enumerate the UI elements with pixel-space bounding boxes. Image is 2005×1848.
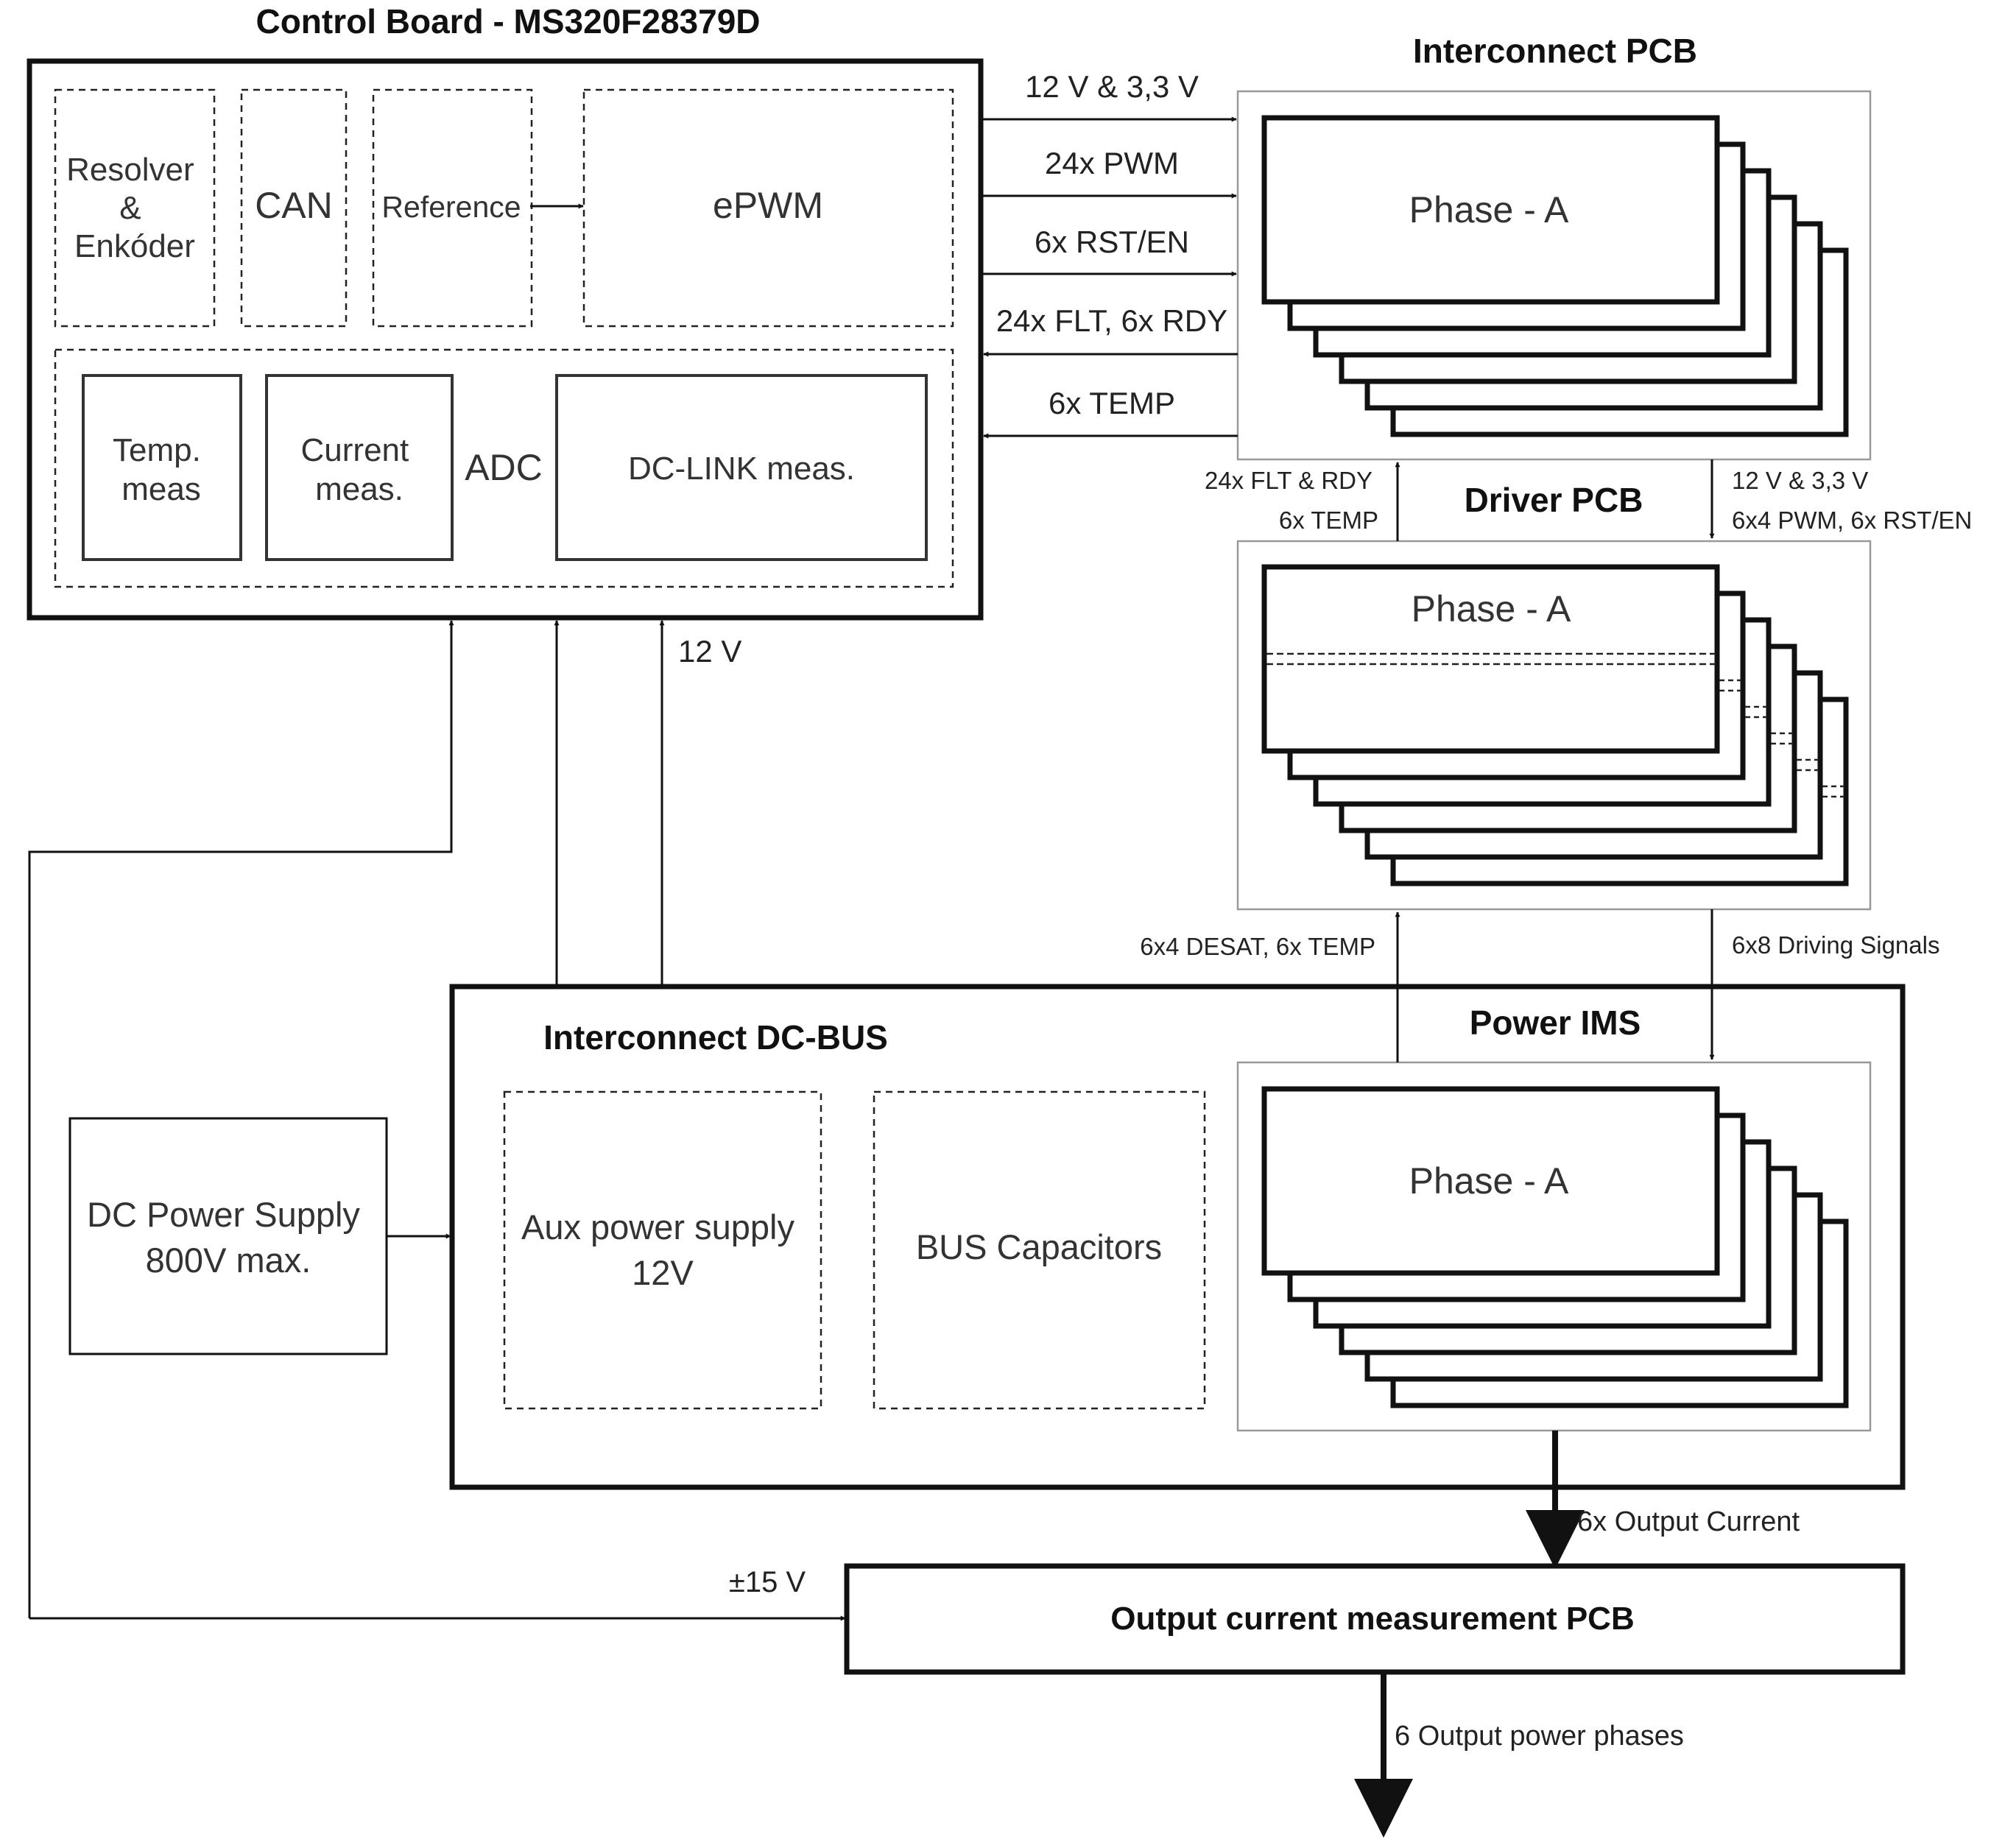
- bus-capacitors-label: BUS Capacitors: [916, 1227, 1162, 1266]
- label-drv-12v-33v: 12 V & 3,3 V: [1732, 467, 1868, 494]
- label-12v-33v: 12 V & 3,3 V: [1025, 69, 1199, 104]
- bus-capacitors-block: [873, 1090, 1206, 1410]
- dclink-meas-block: [555, 374, 928, 561]
- adc-label: ADC: [465, 447, 543, 488]
- control-board-box: [27, 58, 984, 621]
- label-temp-small: 6x TEMP: [1279, 507, 1378, 534]
- label-pm15v: ±15 V: [729, 1566, 806, 1598]
- arrow-current-feedback: [28, 620, 454, 1618]
- label-12v: 12 V: [678, 634, 741, 669]
- power-ims-phase-label: Phase - A: [1409, 1160, 1569, 1202]
- current-meas-block: [265, 374, 454, 561]
- interconnect-pcb-box: [1236, 90, 1872, 461]
- epwm-label: ePWM: [713, 185, 823, 226]
- epwm-block: [582, 88, 954, 328]
- can-block: [240, 88, 348, 328]
- interconnect-phase-stack: [1261, 115, 1849, 437]
- interconnect-pcb-title: Interconnect PCB: [1413, 32, 1697, 70]
- power-ims-phase-stack: [1261, 1086, 1849, 1408]
- label-output-current: 6x Output Current: [1577, 1506, 1800, 1537]
- interconnect-phase-label: Phase - A: [1409, 189, 1569, 230]
- label-output-phases: 6 Output power phases: [1395, 1721, 1684, 1752]
- adc-block: [54, 348, 954, 588]
- label-drv-pwm-rst: 6x4 PWM, 6x RST/EN: [1732, 507, 1972, 534]
- temp-meas-block: [82, 374, 242, 561]
- reference-block: [372, 88, 533, 328]
- driver-pcb-title: Driver PCB: [1465, 481, 1643, 519]
- label-rst-en: 6x RST/EN: [1035, 225, 1189, 259]
- output-meas-title: Output current measurement PCB: [1110, 1601, 1634, 1637]
- can-label: CAN: [255, 185, 333, 226]
- dc-power-supply-block: [68, 1117, 388, 1355]
- control-board-title: Control Board - MS320F28379D: [256, 2, 760, 40]
- label-temp: 6x TEMP: [1049, 386, 1175, 420]
- temp-meas-label: Temp. meas: [113, 432, 210, 507]
- reference-label: Reference: [381, 190, 521, 224]
- driver-pcb-box: [1236, 540, 1872, 911]
- current-meas-label: Current meas.: [301, 432, 418, 507]
- output-meas-box: [844, 1563, 1906, 1675]
- label-flt-rdy-small: 24x FLT & RDY: [1205, 467, 1373, 494]
- driver-phase-label: Phase - A: [1412, 588, 1571, 629]
- dcbus-box: [449, 984, 1906, 1490]
- dc-power-supply-label: DC Power Supply 800V max.: [87, 1195, 370, 1280]
- power-ims-title: Power IMS: [1470, 1004, 1641, 1042]
- dcbus-title: Interconnect DC-BUS: [543, 1018, 888, 1057]
- label-flt-rdy: 24x FLT, 6x RDY: [996, 303, 1227, 338]
- dclink-meas-label: DC-LINK meas.: [628, 451, 855, 487]
- driver-phase-stack: [1261, 564, 1849, 886]
- aux-supply-label: Aux power supply 12V: [521, 1207, 804, 1292]
- resolver-label: Resolver & Enkóder: [66, 152, 203, 264]
- label-desat-temp: 6x4 DESAT, 6x TEMP: [1140, 933, 1375, 960]
- resolver-block: [54, 88, 216, 328]
- label-pwm: 24x PWM: [1045, 146, 1179, 180]
- label-driving-signals: 6x8 Driving Signals: [1732, 931, 1939, 959]
- aux-supply-block: [503, 1090, 822, 1410]
